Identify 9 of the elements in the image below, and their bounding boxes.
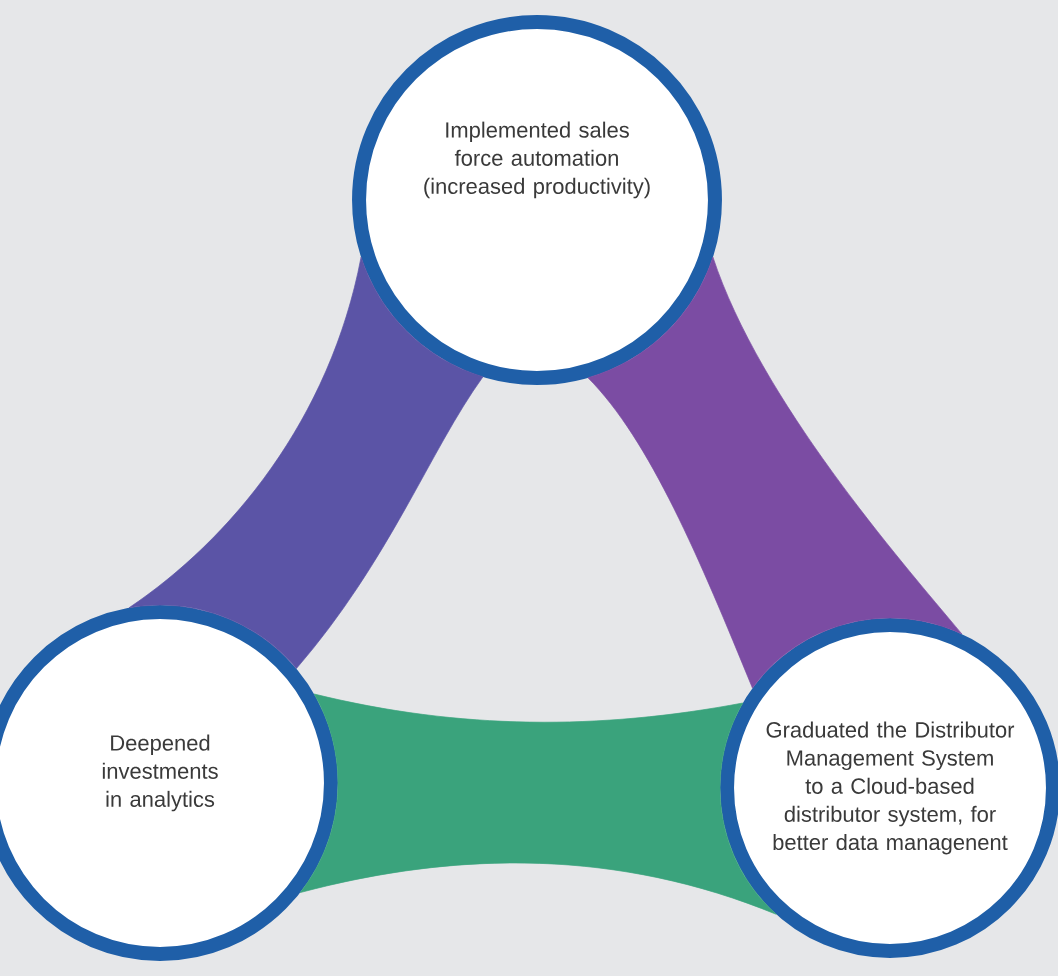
- circle-node: [352, 15, 722, 385]
- circle-node: [720, 618, 1058, 958]
- node-text: Deepened investments in analytics: [102, 734, 218, 812]
- circle-node: [0, 605, 338, 961]
- node-text: Graduated the Distributor Management System to a Cloud-based distributor system, for better data managenent: [766, 721, 1015, 855]
- ribbon-band: [587, 256, 963, 689]
- node-text: Implemented sales force automation (increased productivity): [424, 121, 650, 199]
- ribbon-band: [299, 693, 777, 915]
- ribbon-band: [128, 256, 484, 669]
